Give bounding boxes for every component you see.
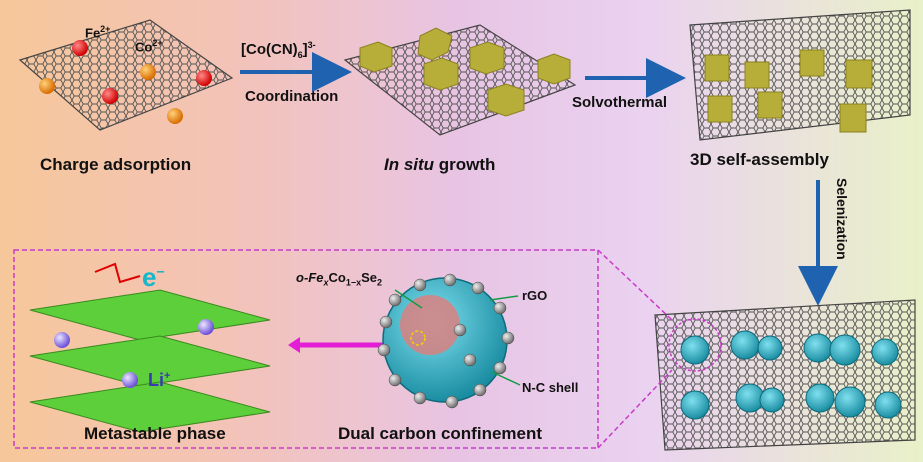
in-situ-title: In situ growth bbox=[384, 155, 495, 175]
cube bbox=[839, 103, 867, 133]
coordination-label: Coordination bbox=[245, 88, 339, 105]
polyhedron bbox=[871, 338, 899, 366]
charge-adsorption-title: Charge adsorption bbox=[40, 155, 192, 174]
polyhedron bbox=[834, 386, 866, 418]
phase-se-sub: 2 bbox=[377, 277, 383, 288]
phase-se: Se bbox=[361, 270, 377, 285]
cube bbox=[469, 41, 505, 75]
metastable-title: Metastable phase bbox=[84, 424, 226, 443]
self-assembly-title: 3D self-assembly bbox=[690, 150, 829, 169]
phase-text: o-Fe bbox=[296, 270, 324, 285]
graphene-sheet-2 bbox=[343, 24, 577, 136]
cube bbox=[537, 53, 571, 85]
framework-3d bbox=[689, 9, 911, 141]
phase-leader bbox=[394, 289, 423, 309]
li-label: Li+ bbox=[148, 370, 170, 391]
cube bbox=[707, 95, 733, 123]
fe-charge: 2+ bbox=[100, 24, 111, 34]
dual-carbon-title: Dual carbon confinement bbox=[338, 424, 543, 443]
electron-text: e bbox=[142, 262, 157, 292]
polyhedron bbox=[680, 335, 710, 365]
polyhedron bbox=[757, 335, 783, 361]
electron-charge: − bbox=[156, 263, 165, 280]
cube bbox=[423, 57, 459, 91]
reagent-sub: 6 bbox=[297, 50, 303, 60]
li-charge: + bbox=[164, 370, 171, 382]
li-text: Li bbox=[148, 370, 164, 390]
fe-label: Fe2+ bbox=[85, 24, 110, 40]
cube bbox=[799, 49, 825, 77]
cube bbox=[845, 59, 873, 89]
phase-label: o-FexCo1−xSe2 bbox=[296, 270, 382, 288]
fe-text: Fe bbox=[85, 25, 101, 41]
co-charge: 2+ bbox=[152, 38, 163, 48]
cube bbox=[359, 41, 393, 73]
rgo-leader bbox=[489, 295, 519, 301]
cube bbox=[487, 83, 525, 117]
li-ion bbox=[198, 319, 214, 335]
fe-ion bbox=[72, 40, 88, 56]
polyhedron bbox=[805, 383, 835, 413]
polyhedron bbox=[829, 334, 861, 366]
nc-leader bbox=[491, 371, 521, 386]
fe-ion bbox=[196, 70, 212, 86]
co-ion bbox=[167, 108, 183, 124]
cube bbox=[704, 54, 730, 82]
cube bbox=[744, 61, 770, 89]
co-text: Co bbox=[135, 39, 153, 55]
polyhedron bbox=[759, 387, 785, 413]
co-ion bbox=[39, 78, 55, 94]
carbon-cage bbox=[377, 273, 521, 409]
polyhedron bbox=[874, 391, 902, 419]
polyhedron bbox=[680, 390, 710, 420]
rgo-label: rGO bbox=[522, 288, 548, 303]
electron-path bbox=[94, 262, 141, 284]
phase-sub: 1−x bbox=[345, 277, 362, 288]
co-ion bbox=[140, 64, 156, 80]
coordination-reagent: [Co(CN)6]3- bbox=[241, 40, 316, 60]
reagent-charge: 3- bbox=[307, 40, 316, 50]
fe-ion bbox=[102, 88, 118, 104]
li-ion bbox=[122, 372, 138, 388]
zoom-circle bbox=[668, 318, 722, 372]
phase-co: Co bbox=[328, 270, 346, 285]
nc-shell-label: N-C shell bbox=[522, 380, 579, 395]
selenized-framework bbox=[654, 299, 916, 451]
prussian-blue-cubes bbox=[359, 27, 571, 117]
selenization-label: Selenization bbox=[834, 178, 850, 260]
polyhedron bbox=[730, 330, 760, 360]
li-site bbox=[410, 330, 426, 346]
li-ion bbox=[54, 332, 70, 348]
cube bbox=[417, 27, 453, 61]
in-situ-rest: growth bbox=[434, 155, 496, 174]
polyhedron bbox=[803, 333, 833, 363]
reagent-text: [Co(CN) bbox=[241, 41, 298, 58]
electron-label: e− bbox=[142, 262, 165, 293]
in-situ-italic: In situ bbox=[384, 155, 435, 174]
metastable-layers bbox=[29, 262, 271, 433]
cube bbox=[757, 91, 783, 119]
core-sphere bbox=[400, 295, 460, 355]
phase-x: x bbox=[323, 277, 329, 288]
co-label: Co2+ bbox=[135, 38, 163, 54]
inset-box bbox=[13, 249, 673, 449]
solvothermal-label: Solvothermal bbox=[572, 94, 668, 111]
ion-particles bbox=[39, 40, 212, 124]
